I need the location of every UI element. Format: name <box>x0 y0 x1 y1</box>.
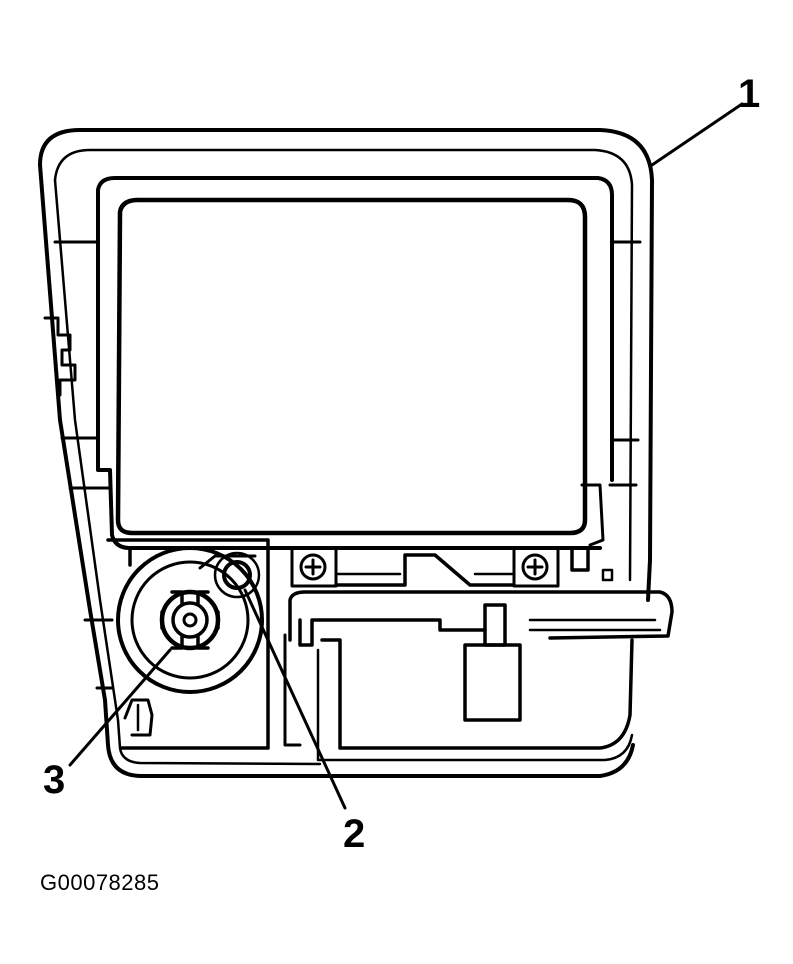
lower-panel <box>106 538 614 750</box>
callout-label-1: 1 <box>738 72 761 116</box>
leader-lines <box>68 102 744 810</box>
leader-line-1 <box>650 102 744 167</box>
leader-line-2 <box>243 588 347 810</box>
display-bezel <box>96 176 614 550</box>
indicator-lamp <box>213 551 261 599</box>
tray-mechanism <box>283 553 674 762</box>
mounting-screws <box>290 546 560 588</box>
callout-label-2: 2 <box>343 812 366 856</box>
left-edge-notches <box>43 240 642 690</box>
outer-housing <box>38 128 654 778</box>
callout-label-3: 3 <box>43 758 66 802</box>
leader-line-3 <box>68 648 172 767</box>
figure-id: G00078285 <box>40 870 160 895</box>
rotary-knob <box>116 546 264 694</box>
